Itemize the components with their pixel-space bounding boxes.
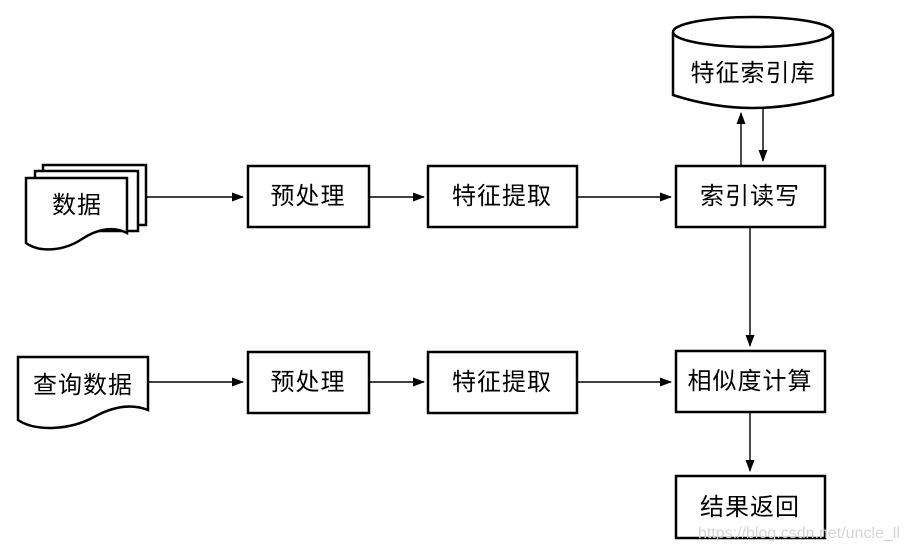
box-feature-bottom-rect xyxy=(426,350,579,415)
box-similarity-rect xyxy=(674,349,827,414)
box-result-rect xyxy=(674,474,827,540)
feature-bottom-label: 特征提取 xyxy=(452,369,552,396)
data-document-stack: 数据 xyxy=(24,163,148,251)
feature-top-label: 特征提取 xyxy=(452,183,552,210)
cylinder-body xyxy=(671,32,835,110)
stack-page-front xyxy=(24,176,129,251)
database-label: 特征索引库 xyxy=(691,60,816,87)
connectors xyxy=(146,108,768,472)
data-doc-label: 数据 xyxy=(52,192,102,219)
database-cylinder: 特征索引库 xyxy=(671,15,835,110)
cylinder-top xyxy=(671,15,835,49)
similarity-label: 相似度计算 xyxy=(688,368,813,395)
box-feature-top-rect xyxy=(426,164,579,229)
box-preprocess-top: 预处理 xyxy=(246,164,371,229)
query-document: 查询数据 xyxy=(16,355,150,430)
box-preprocess-bottom: 预处理 xyxy=(246,350,371,415)
box-preprocess-top-rect xyxy=(246,164,371,229)
result-label: 结果返回 xyxy=(700,494,800,521)
box-preprocess-bottom-rect xyxy=(246,350,371,415)
query-doc-label: 查询数据 xyxy=(33,372,133,399)
box-index-rw-rect xyxy=(674,164,827,229)
query-doc-shape xyxy=(16,355,150,430)
index-rw-label: 索引读写 xyxy=(700,183,800,210)
preprocess-top-label: 预处理 xyxy=(271,183,346,210)
box-similarity: 相似度计算 xyxy=(674,349,827,414)
box-feature-top: 特征提取 xyxy=(426,164,579,229)
box-result: 结果返回 xyxy=(674,474,827,540)
preprocess-bottom-label: 预处理 xyxy=(271,369,346,396)
box-feature-bottom: 特征提取 xyxy=(426,350,579,415)
box-index-rw: 索引读写 xyxy=(674,164,827,229)
watermark-text: https://blog.csdn.net/uncle_ll xyxy=(698,525,900,542)
